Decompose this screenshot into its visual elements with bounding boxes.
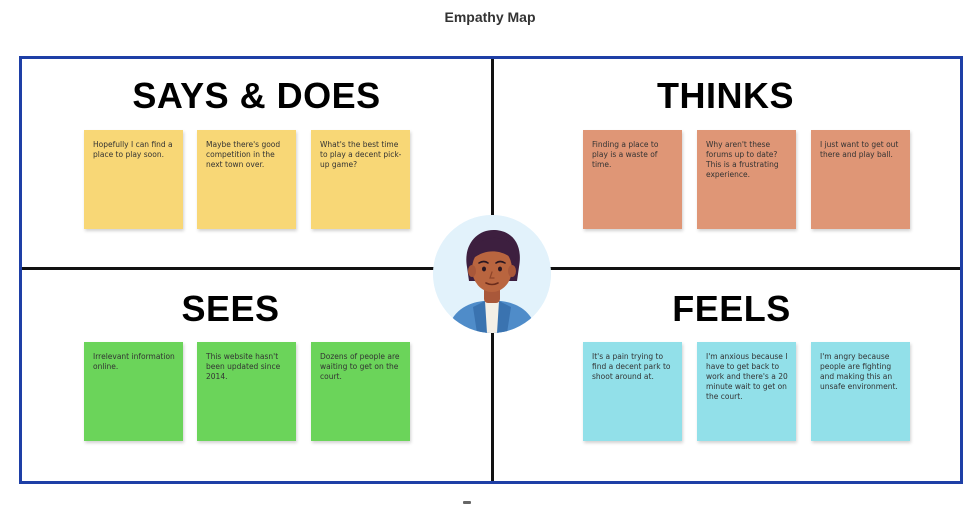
- sticky-note-says-does-3[interactable]: What's the best time to play a decent pi…: [311, 130, 410, 229]
- empathy-map-frame: SAYS & DOES Hopefully I can find a place…: [19, 56, 963, 484]
- sticky-note-feels-3[interactable]: I'm angry because people are fighting an…: [811, 342, 910, 441]
- sticky-note-thinks-3[interactable]: I just want to get out there and play ba…: [811, 130, 910, 229]
- partial-text-fragment: [463, 501, 471, 504]
- quadrant-title-feels: FEELS: [672, 288, 791, 329]
- sticky-note-sees-1[interactable]: Irrelevant information online.: [84, 342, 183, 441]
- quadrant-title-sees: SEES: [181, 288, 280, 329]
- sticky-note-feels-2[interactable]: I'm anxious because I have to get back t…: [697, 342, 796, 441]
- person-avatar-icon[interactable]: [433, 215, 551, 333]
- avatar-illustration: [433, 215, 551, 333]
- sticky-note-says-does-1[interactable]: Hopefully I can find a place to play soo…: [84, 130, 183, 229]
- sticky-note-feels-1[interactable]: It's a pain trying to find a decent park…: [583, 342, 682, 441]
- quadrant-title-thinks: THINKS: [657, 75, 794, 116]
- sticky-note-sees-3[interactable]: Dozens of people are waiting to get on t…: [311, 342, 410, 441]
- sticky-note-thinks-2[interactable]: Why aren't these forums up to date? This…: [697, 130, 796, 229]
- sticky-note-sees-2[interactable]: This website hasn't been updated since 2…: [197, 342, 296, 441]
- quadrant-title-says-does: SAYS & DOES: [132, 75, 381, 116]
- page-title: Empathy Map: [444, 9, 536, 25]
- sticky-note-says-does-2[interactable]: Maybe there's good competition in the ne…: [197, 130, 296, 229]
- sticky-note-thinks-1[interactable]: Finding a place to play is a waste of ti…: [583, 130, 682, 229]
